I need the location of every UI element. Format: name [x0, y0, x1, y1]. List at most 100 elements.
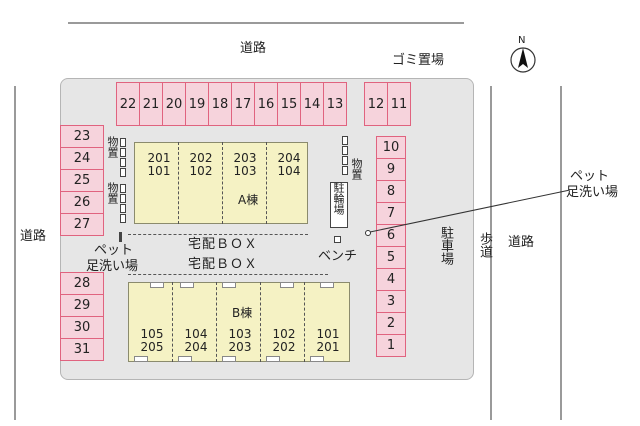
storage-unit	[120, 204, 126, 213]
parking-space: 1	[376, 334, 406, 357]
unit-number: 101	[316, 327, 340, 341]
parking-space: 28	[60, 272, 104, 295]
b-unit-col: 101 201	[310, 328, 346, 354]
parking-space: 21	[139, 82, 163, 126]
unit-number: 205	[140, 340, 164, 354]
bench-icon	[334, 236, 341, 243]
storage-unit	[342, 136, 348, 145]
right-road-line-outer	[560, 86, 562, 420]
parking-space: 27	[60, 213, 104, 236]
unit-divider	[304, 282, 305, 362]
parking-space: 14	[300, 82, 324, 126]
building-b	[128, 282, 350, 362]
building-b-name: B棟	[232, 306, 253, 320]
unit-number: 104	[184, 327, 208, 341]
b-unit-col: 104 204	[178, 328, 214, 354]
path-line	[128, 234, 308, 235]
parking-space: 20	[162, 82, 186, 126]
bike-parking	[330, 182, 348, 228]
a-unit-col: 204 104	[272, 152, 306, 178]
top-road-line	[68, 22, 464, 24]
unit-divider	[266, 142, 267, 224]
storage-unit	[120, 168, 126, 177]
storage-unit	[120, 184, 126, 193]
parking-space: 9	[376, 158, 406, 181]
storage-unit	[342, 166, 348, 175]
storage-unit	[120, 214, 126, 223]
unit-divider	[222, 142, 223, 224]
pet-wash-right-line2: 足洗い場	[566, 185, 619, 200]
door	[178, 356, 192, 362]
parking-space: 5	[376, 246, 406, 269]
unit-number: 102	[189, 164, 213, 178]
parking-space: 16	[254, 82, 278, 126]
unit-number: 201	[147, 151, 171, 165]
storage-left-top-label: 物置	[106, 136, 119, 158]
garbage-label: ゴミ置場	[392, 53, 445, 68]
storage-unit	[342, 146, 348, 155]
storage-unit	[120, 148, 126, 157]
storage-unit	[342, 156, 348, 165]
path-line	[128, 274, 328, 275]
b-unit-col: 102 202	[266, 328, 302, 354]
unit-number: 103	[228, 327, 252, 341]
pet-wash-right-leader	[365, 189, 571, 236]
unit-number: 103	[233, 164, 257, 178]
pet-wash-left-post	[119, 232, 122, 242]
storage-left-bottom-label: 物置	[106, 182, 119, 204]
unit-number: 204	[184, 340, 208, 354]
building-a-name: A棟	[238, 193, 259, 207]
unit-number: 101	[147, 164, 171, 178]
sidewalk-label: 歩道	[477, 232, 492, 258]
door	[180, 282, 194, 288]
unit-number: 201	[316, 340, 340, 354]
north-compass: N	[508, 34, 538, 78]
door	[134, 356, 148, 362]
a-unit-col: 202 102	[184, 152, 218, 178]
delivery-box-2-label: 宅配ＢＯＸ	[188, 257, 259, 272]
storage-unit	[120, 194, 126, 203]
unit-number: 104	[277, 164, 301, 178]
unit-number: 102	[272, 327, 296, 341]
storage-unit	[120, 158, 126, 167]
bike-parking-label: 駐輪場	[332, 182, 345, 215]
b-unit-col: 105 205	[134, 328, 170, 354]
bench-label: ベンチ	[318, 249, 358, 264]
parking-space: 11	[387, 82, 411, 126]
door	[310, 356, 324, 362]
a-unit-col: 203 103	[228, 152, 262, 178]
parking-label: 駐車場	[438, 226, 453, 265]
parking-space: 6	[376, 224, 406, 247]
left-parking-upper: 23 24 25 26 27	[60, 125, 104, 239]
parking-space: 15	[277, 82, 301, 126]
unit-divider	[178, 142, 179, 224]
b-unit-col: 103 203	[222, 328, 258, 354]
unit-divider	[260, 282, 261, 362]
right-parking-column: 10 9 8 7 6 5 4 3 2 1	[376, 136, 406, 364]
door	[222, 356, 236, 362]
parking-space: 2	[376, 312, 406, 335]
parking-space: 30	[60, 316, 104, 339]
parking-space: 12	[364, 82, 388, 126]
parking-space: 13	[323, 82, 347, 126]
parking-space: 29	[60, 294, 104, 317]
parking-space: 17	[231, 82, 255, 126]
parking-space: 10	[376, 136, 406, 159]
right-road-line-inner	[490, 86, 492, 420]
north-arrow-icon	[510, 47, 536, 73]
unit-divider	[172, 282, 173, 362]
compass-letter: N	[518, 35, 526, 46]
parking-space: 23	[60, 125, 104, 148]
top-road-label: 道路	[240, 41, 267, 56]
unit-number: 202	[272, 340, 296, 354]
parking-space: 3	[376, 290, 406, 313]
building-a	[134, 142, 308, 224]
left-parking-lower: 28 29 30 31	[60, 272, 104, 364]
parking-space: 25	[60, 169, 104, 192]
top-parking-row: 22 21 20 19 18 17 16 15 14 13	[116, 82, 348, 126]
top-right-parking: 12 11	[364, 82, 411, 126]
parking-space: 4	[376, 268, 406, 291]
left-road-line	[14, 86, 16, 420]
left-road-label: 道路	[20, 229, 47, 244]
delivery-box-1-label: 宅配ＢＯＸ	[188, 237, 259, 252]
